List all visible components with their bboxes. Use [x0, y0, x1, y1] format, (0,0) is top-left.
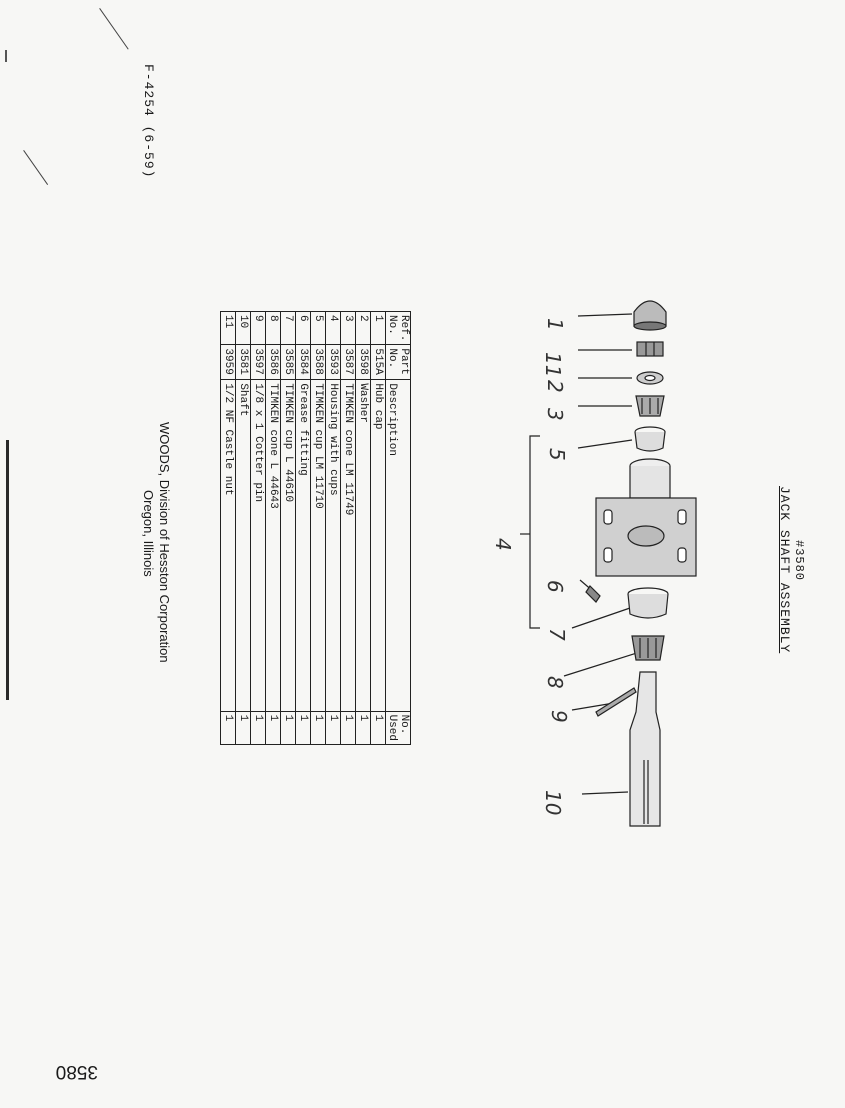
shaft-shape — [629, 671, 661, 827]
hub-cap-shape — [633, 300, 667, 327]
housing-bolt-hole — [677, 547, 687, 563]
cup-small-shape — [634, 431, 666, 452]
housing-bore — [627, 525, 665, 547]
callout-number: 7 — [545, 628, 569, 641]
hub-cap-rim — [633, 321, 667, 331]
housing-bolt-hole — [603, 547, 613, 563]
callout-number: 1 — [543, 318, 567, 331]
housing-neck — [629, 466, 671, 499]
leader-line — [577, 439, 633, 449]
callout-number: 2 — [543, 380, 567, 393]
callout-number: 4 — [491, 538, 515, 551]
housing-bolt-hole — [603, 509, 613, 525]
assembly-bracket — [529, 435, 540, 629]
scan-edge-mark — [5, 50, 7, 62]
grease-fitting-shape — [585, 585, 601, 603]
callout-number: 5 — [545, 448, 569, 461]
callout-number: 9 — [547, 710, 571, 723]
cotter-pin-shape — [595, 687, 637, 717]
leader-line — [581, 791, 629, 795]
callout-number: 6 — [543, 580, 567, 593]
callout-number: 11 — [541, 352, 565, 377]
leader-line — [577, 313, 633, 317]
scan-edge-shadow — [6, 440, 9, 700]
callout-number: 10 — [541, 790, 565, 815]
housing-bolt-hole — [677, 509, 687, 525]
washer-hole — [644, 374, 656, 382]
castle-nut-shape — [636, 341, 664, 357]
callout-number: 8 — [543, 676, 567, 689]
leader-line — [571, 607, 631, 629]
callout-number: 3 — [543, 408, 567, 421]
cup-large-shape — [627, 593, 669, 619]
leader-line — [563, 651, 641, 677]
